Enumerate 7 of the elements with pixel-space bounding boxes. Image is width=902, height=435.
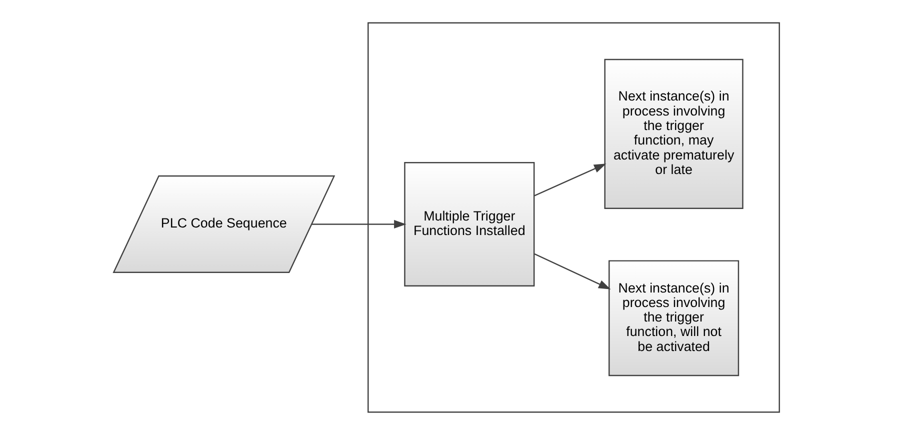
- cluster: [367, 22, 780, 413]
- arrow: [311, 220, 406, 228]
- arrow: [534, 253, 610, 290]
- node-box: Next instance(s) in process involving the trigger function, may activate prematurely or late: [604, 58, 743, 209]
- arrow: [534, 164, 606, 196]
- node-box: Next instance(s) in process involving the trigger function, will not be activated: [608, 260, 739, 376]
- node-box: Multiple Trigger Functions Installed: [404, 162, 534, 286]
